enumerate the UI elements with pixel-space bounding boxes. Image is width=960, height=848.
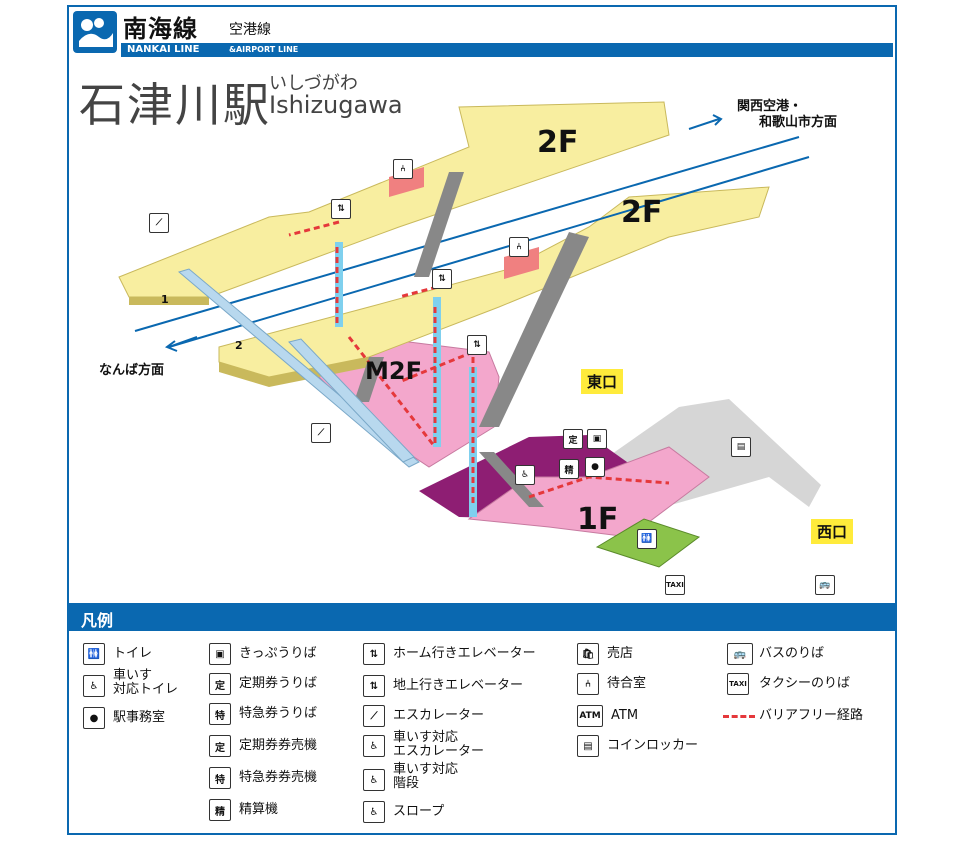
escalator-lower	[288, 338, 415, 463]
barrier-free-route-icon	[723, 715, 755, 718]
ticket-office-icon: ▣	[587, 429, 607, 449]
track-lower	[168, 156, 810, 348]
atm-icon: ATM	[577, 705, 603, 727]
legend-label: バリアフリー経路	[759, 708, 864, 723]
line-sub-name-en: &AIRPORT LINE	[229, 45, 299, 54]
legend-label: 駅事務室	[113, 710, 166, 725]
legend-label: タクシーのりば	[759, 676, 851, 691]
floor-label-m2f: M2F	[365, 357, 422, 385]
platform-number-2: 2	[235, 339, 243, 352]
legend-label: ATM	[611, 708, 639, 723]
legend-label: コインロッカー	[607, 738, 699, 753]
legend-label: エスカレーター	[393, 708, 485, 723]
legend-label: 売店	[607, 646, 634, 661]
elevator-icon: ⇅	[432, 269, 452, 289]
accessible-restroom-icon: ♿	[83, 675, 105, 697]
station-office-icon: ●	[83, 707, 105, 729]
elevator-shaft-2	[433, 297, 441, 447]
direction-kansai-line2: 和歌山市方面	[759, 115, 838, 130]
stairs-2	[479, 232, 589, 427]
coin-locker-icon: ▤	[731, 437, 751, 457]
fare-adjust-icon: 精	[559, 459, 579, 479]
legend-label: 定期券うりば	[239, 676, 318, 691]
legend-label: ホーム行きエレベーター	[393, 646, 536, 661]
elevator-icon: ⇅	[331, 199, 351, 219]
legend-label: スロープ	[393, 804, 445, 819]
escalator-icon: ⟋	[149, 213, 169, 233]
direction-namba: なんば方面	[99, 363, 165, 378]
elevator-shaft-1	[335, 242, 343, 327]
barrier-free-route	[288, 220, 670, 507]
coin-locker-icon: ▤	[577, 735, 599, 757]
floor-label-1f: 1F	[577, 502, 619, 537]
limited-express-machine-icon: 特	[209, 767, 231, 789]
nankai-logo-icon	[73, 11, 117, 53]
bus-icon: 🚌	[815, 575, 835, 595]
commuter-pass-icon: 定	[563, 429, 583, 449]
station-map-frame: 南海線 空港線 NANKAI LINE &AIRPORT LINE 石津川駅 い…	[67, 5, 897, 835]
limited-express-icon: 特	[209, 703, 231, 725]
line-header: 南海線 空港線 NANKAI LINE &AIRPORT LINE	[69, 7, 895, 57]
elevator-icon: ⇅	[467, 335, 487, 355]
legend-label: 精算機	[239, 802, 279, 817]
slope-icon: ♿	[363, 801, 385, 823]
station-name-romaji: Ishizugawa	[269, 91, 403, 119]
waiting-room-icon: ⑃	[577, 673, 599, 695]
legend-label: 車いす対応 エスカレーター	[393, 730, 485, 759]
exit-east-label: 東口	[581, 369, 624, 394]
line-name-en: NANKAI LINE	[127, 44, 200, 55]
platform-elevator-icon: ⇅	[363, 643, 385, 665]
stairs-4	[479, 452, 544, 507]
shop-icon: 🛍	[577, 643, 599, 665]
taxi-icon: TAXI	[727, 673, 749, 695]
floor-label-2f-upper: 2F	[537, 125, 579, 160]
concourse-1f	[467, 446, 710, 538]
legend-label: 特急券うりば	[239, 706, 318, 721]
commuter-pass-icon: 定	[209, 673, 231, 695]
fare-adjust-icon: 精	[209, 799, 231, 821]
track-upper	[134, 136, 800, 332]
stairs-3	[354, 357, 384, 402]
legend-label: 車いす 対応トイレ	[113, 668, 179, 697]
bus-icon: 🚌	[727, 643, 753, 665]
direction-kansai-line1: 関西空港・	[737, 99, 803, 114]
taxi-icon: TAXI	[665, 575, 685, 595]
legend-label: バスのりば	[759, 646, 825, 661]
line-sub-name: 空港線	[229, 22, 271, 38]
legend-label: 車いす対応 階段	[393, 762, 459, 791]
station-name-kana: いしづがわ	[269, 73, 358, 94]
arrow-kansai	[688, 114, 723, 130]
legend-label: 地上行きエレベーター	[393, 678, 524, 693]
wheelchair-stairs-icon: ♿	[363, 769, 385, 791]
waiting-room-icon: ⑃	[509, 237, 529, 257]
legend-bar	[69, 603, 895, 631]
escalator-upper	[177, 268, 420, 468]
station-floor-diagram	[118, 101, 821, 568]
exit-west-label: 西口	[811, 519, 854, 544]
line-bar	[121, 43, 893, 57]
wheelchair-icon: ♿	[515, 465, 535, 485]
line-name-jp: 南海線	[123, 15, 198, 43]
legend-label: 特急券券売機	[239, 770, 318, 785]
floor-label-2f-lower: 2F	[621, 195, 663, 230]
escalator-icon: ⟋	[363, 705, 385, 727]
wheelchair-escalator-icon: ♿	[363, 735, 385, 757]
restroom-icon: 🚻	[83, 643, 105, 665]
station-office-icon: ●	[585, 457, 605, 477]
waiting-room-icon: ⑃	[393, 159, 413, 179]
arrow-namba	[164, 336, 198, 352]
legend-title: 凡例	[81, 611, 114, 630]
legend-label: 待合室	[607, 676, 647, 691]
escalator-icon: ⟋	[311, 423, 331, 443]
station-name-jp: 石津川駅	[79, 78, 271, 132]
legend-label: トイレ	[113, 646, 153, 661]
restroom-icon: 🚻	[637, 529, 657, 549]
stairs-1	[414, 172, 464, 277]
platform-number-1: 1	[161, 293, 169, 306]
commuter-pass-machine-icon: 定	[209, 735, 231, 757]
legend-label: きっぷうりば	[239, 646, 317, 661]
legend-label: 定期券券売機	[239, 738, 318, 753]
ground-elevator-icon: ⇅	[363, 675, 385, 697]
ticket-office-icon: ▣	[209, 643, 231, 665]
